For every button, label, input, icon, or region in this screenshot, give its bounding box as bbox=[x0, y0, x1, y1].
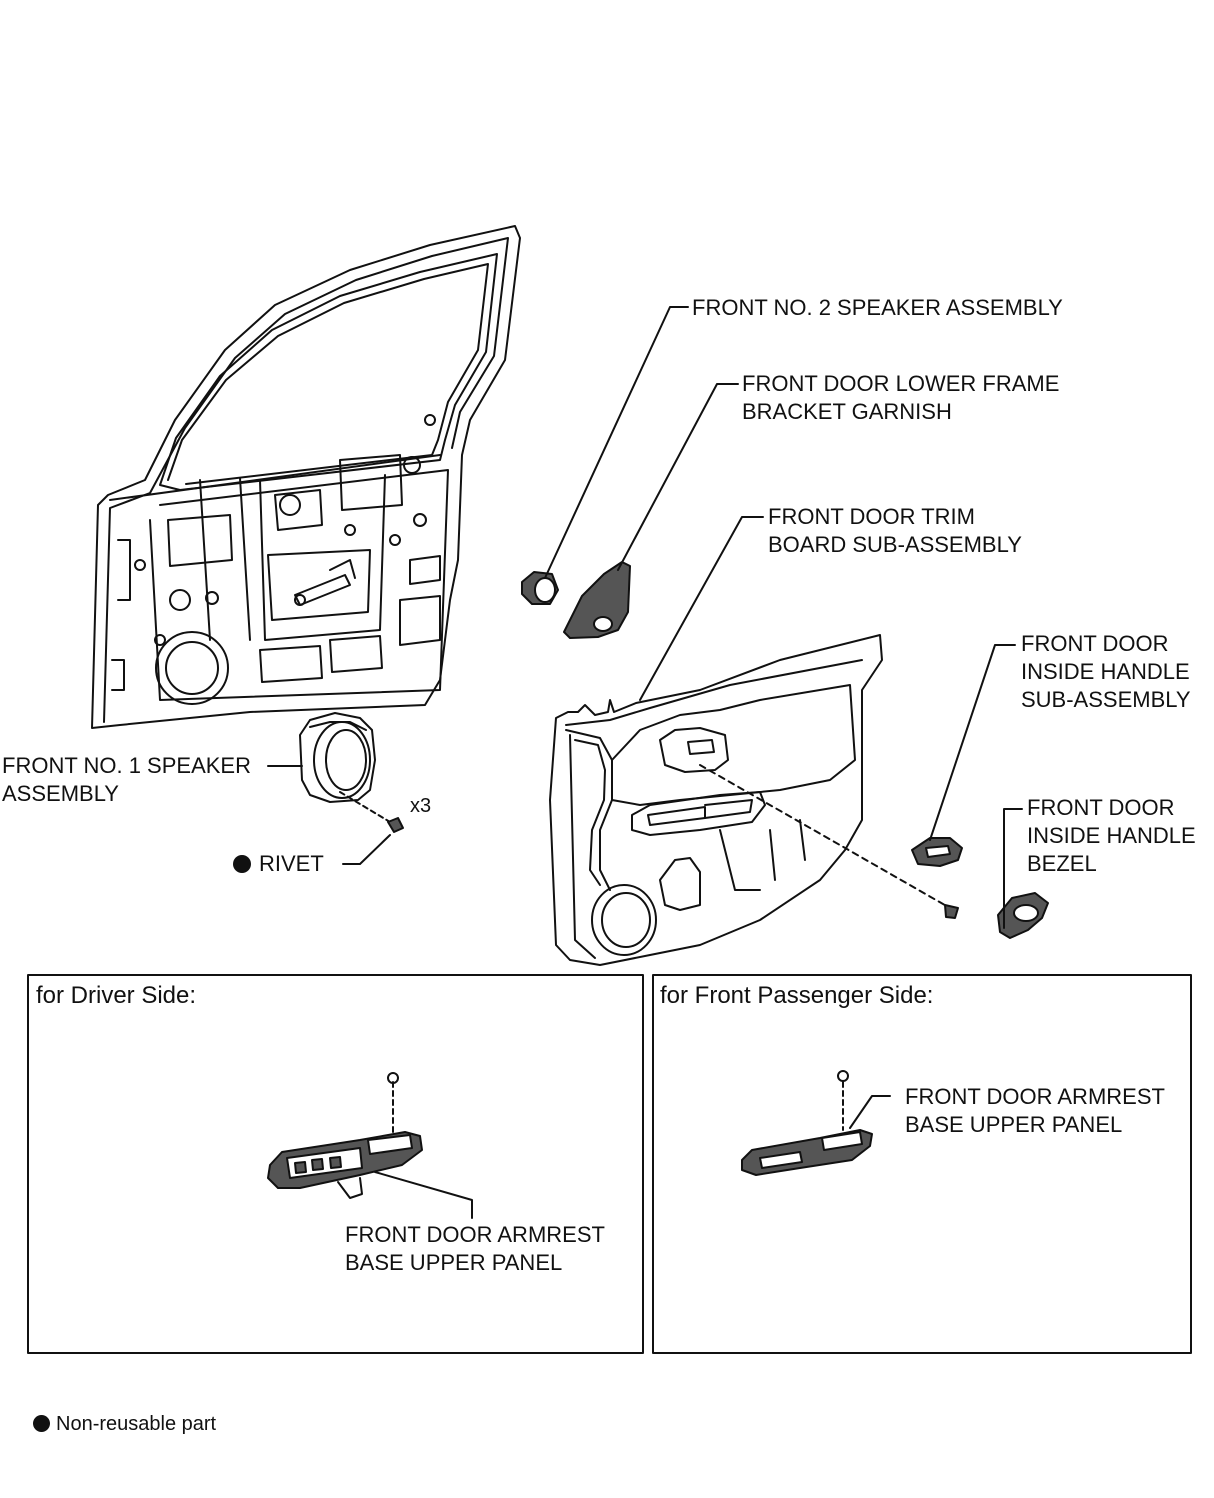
speaker-1-illustration bbox=[299, 712, 404, 833]
passenger-armrest-illustration bbox=[741, 1070, 891, 1176]
label-line: x3 bbox=[410, 795, 432, 817]
label-line: BRACKET GARNISH bbox=[742, 399, 952, 424]
legend-text: Non-reusable part bbox=[56, 1413, 217, 1435]
label-line: ASSEMBLY bbox=[2, 781, 119, 806]
non-reusable-dot-icon bbox=[33, 1415, 50, 1432]
label-line: FRONT NO. 1 SPEAKER bbox=[2, 753, 251, 778]
driver-side-box bbox=[27, 974, 644, 1354]
front-door-panel-illustration bbox=[91, 225, 521, 729]
label-armrest-base-upper-panel-passenger: FRONT DOOR ARMREST BASE UPPER PANEL bbox=[905, 1083, 1165, 1139]
label-line: BASE UPPER PANEL bbox=[905, 1112, 1123, 1137]
label-line: FRONT DOOR bbox=[1027, 795, 1175, 820]
label-lower-frame-bracket-garnish: FRONT DOOR LOWER FRAME BRACKET GARNISH bbox=[742, 370, 1059, 426]
inside-handle-illustration bbox=[911, 837, 963, 867]
non-reusable-dot-icon bbox=[233, 855, 251, 873]
label-line: RIVET bbox=[259, 851, 324, 876]
driver-armrest-illustration bbox=[267, 1072, 473, 1219]
label-inside-handle-sub-assembly: FRONT DOOR INSIDE HANDLE SUB-ASSEMBLY bbox=[1021, 630, 1191, 714]
label-trim-board-sub-assembly: FRONT DOOR TRIM BOARD SUB-ASSEMBLY bbox=[768, 503, 1022, 559]
label-armrest-base-upper-panel-driver: FRONT DOOR ARMREST BASE UPPER PANEL bbox=[345, 1221, 605, 1277]
label-line: FRONT NO. 2 SPEAKER ASSEMBLY bbox=[692, 295, 1063, 320]
label-line: BASE UPPER PANEL bbox=[345, 1250, 563, 1275]
handle-bezel-illustration bbox=[997, 892, 1049, 939]
passenger-side-box bbox=[652, 974, 1192, 1354]
label-rivet: RIVET bbox=[233, 850, 324, 878]
label-line: FRONT DOOR ARMREST bbox=[905, 1084, 1165, 1109]
label-line: SUB-ASSEMBLY bbox=[1021, 687, 1191, 712]
label-line: FRONT DOOR TRIM bbox=[768, 504, 975, 529]
speaker-2-illustration bbox=[521, 571, 559, 605]
passenger-side-title: for Front Passenger Side: bbox=[660, 982, 934, 1009]
garnish-illustration bbox=[563, 561, 631, 639]
trim-board-illustration bbox=[549, 634, 959, 966]
leader-lines bbox=[267, 306, 1023, 929]
label-line: FRONT DOOR ARMREST bbox=[345, 1222, 605, 1247]
label-line: FRONT DOOR bbox=[1021, 631, 1169, 656]
label-line: INSIDE HANDLE bbox=[1021, 659, 1190, 684]
label-quantity-x3: x3 bbox=[410, 792, 431, 820]
label-line: FRONT DOOR LOWER FRAME bbox=[742, 371, 1060, 396]
driver-side-title: for Driver Side: bbox=[36, 982, 197, 1009]
label-inside-handle-bezel: FRONT DOOR INSIDE HANDLE BEZEL bbox=[1027, 794, 1196, 878]
label-front-no2-speaker-assembly: FRONT NO. 2 SPEAKER ASSEMBLY bbox=[692, 294, 1063, 322]
label-line: BOARD SUB-ASSEMBLY bbox=[768, 532, 1022, 557]
label-front-no1-speaker-assembly: FRONT NO. 1 SPEAKER ASSEMBLY bbox=[2, 752, 251, 808]
label-line: BEZEL bbox=[1027, 851, 1097, 876]
legend: Non-reusable part bbox=[33, 1413, 216, 1436]
label-line: INSIDE HANDLE bbox=[1027, 823, 1196, 848]
